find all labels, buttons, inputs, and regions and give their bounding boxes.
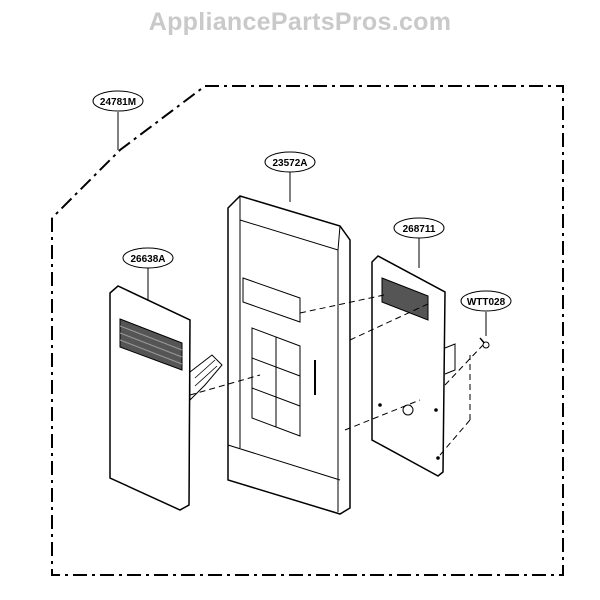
callout-label-keypad: 26638A: [130, 254, 165, 265]
circuit-board: [371, 255, 456, 477]
callout-label-front-panel: 23572A: [272, 158, 307, 169]
assembly-boundary: [51, 85, 564, 576]
keypad-panel: [109, 285, 223, 511]
assembly-guides: [189, 294, 484, 456]
callout-label-pcb: 268711: [403, 224, 436, 235]
front-control-panel: [227, 195, 351, 515]
callout-label-assembly: 24781M: [100, 97, 136, 108]
callout-keypad: 26638A: [122, 247, 174, 300]
callout-assembly: 24781M: [92, 90, 144, 150]
callout-label-screw: WTT028: [467, 297, 506, 308]
callout-screw: WTT028: [460, 290, 512, 336]
watermark: AppliancePartsPros.com: [148, 8, 452, 36]
callout-front-panel: 23572A: [264, 151, 316, 202]
callout-pcb: 268711: [393, 217, 445, 268]
